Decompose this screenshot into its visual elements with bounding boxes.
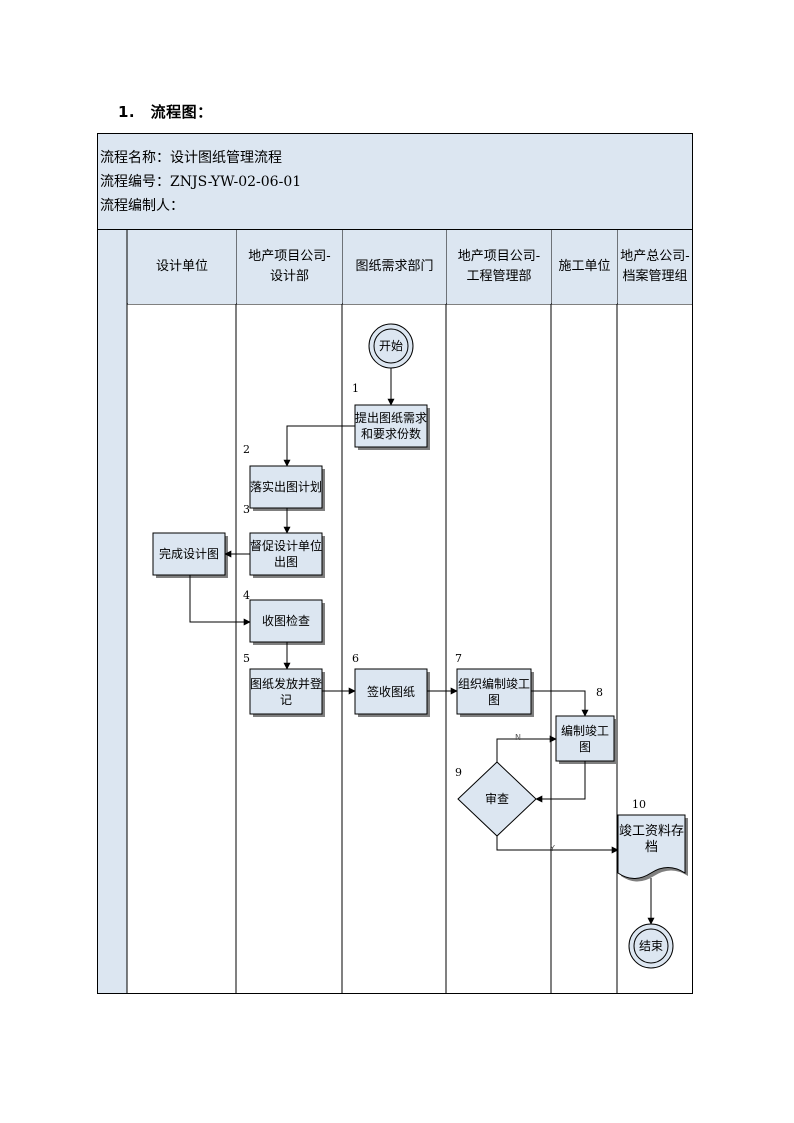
document-n10 [617,814,686,879]
arrow-design-to-4 [189,575,251,626]
node-1-label: 提出图纸需求 和要求份数 [355,411,428,441]
box-n3 [249,532,323,576]
step-number-6: 6 [352,652,359,665]
step-number-8: 8 [596,686,603,699]
node-2-label: 落实出图计划 [250,480,323,494]
start-inner-ring [373,328,409,364]
box-n2 [249,465,323,509]
process-boxes [152,404,615,762]
node-3-label: 督促设计单位 出图 [250,539,323,569]
design-done-label: 完成设计图 [158,547,219,561]
box-design-done [152,532,226,576]
arrow-9-to-10-yes [496,836,619,854]
terminators [368,323,674,969]
section-title: 1. 流程图： [118,103,213,121]
box-n7 [456,668,532,715]
arrow-1-to-2 [283,425,355,467]
node-5-label: 图纸发放并登 记 [250,676,323,707]
box-n1 [354,404,428,448]
start-label: 开始 [378,339,403,353]
step-number-10: 10 [632,798,646,811]
end-inner-ring [633,928,669,964]
process-info-header: 流程名称：设计图纸管理流程 流程编号：ZNJS-YW-02-06-01 流程编制… [98,134,692,230]
lane-header-design-dept: 地产项目公司- 设计部 [237,230,342,304]
step-number-3: 3 [243,503,250,516]
node-7-label: 组织编制竣工 图 [457,676,530,707]
left-margin-column [98,230,127,993]
process-name: 流程名称：设计图纸管理流程 [100,150,282,166]
lane-dividers [126,230,692,993]
node-4-label: 收图检查 [261,614,310,628]
connectors [189,368,655,925]
node-8-label: 编制竣工图 [560,723,609,754]
arrow-9-to-8-no [496,735,557,762]
node-10-label: 竣工资料存 档 [618,824,684,855]
step-number-1: 1 [352,382,359,395]
lane-header-demand-dept: 图纸需求部门 [343,230,446,304]
edge-label-no: N [515,733,521,742]
arrow-7-to-8 [531,690,589,717]
lane-header-engineering-dept: 地产项目公司- 工程管理部 [447,230,551,304]
lane-header-archive-group: 地产总公司- 档案管理组 [618,230,692,304]
step-number-9: 9 [455,766,462,779]
lane-header-construction-unit: 施工单位 [552,230,617,304]
node-6-label: 签收图纸 [366,684,415,699]
step-number-5: 5 [243,652,250,665]
end-label: 结束 [638,939,663,953]
arrow-8-to-9 [535,761,586,803]
step-number-4: 4 [243,589,250,602]
box-n6 [354,668,428,715]
lane-header-design-unit: 设计单位 [128,230,236,304]
edge-label-yes: Y [550,844,555,853]
box-n4 [249,599,323,643]
node-9-label: 审查 [484,792,509,806]
step-number-7: 7 [455,652,462,665]
box-n8 [555,715,615,762]
process-code: 流程编号：ZNJS-YW-02-06-01 [100,174,302,190]
step-number-2: 2 [243,443,250,456]
process-author: 流程编制人： [100,198,184,214]
